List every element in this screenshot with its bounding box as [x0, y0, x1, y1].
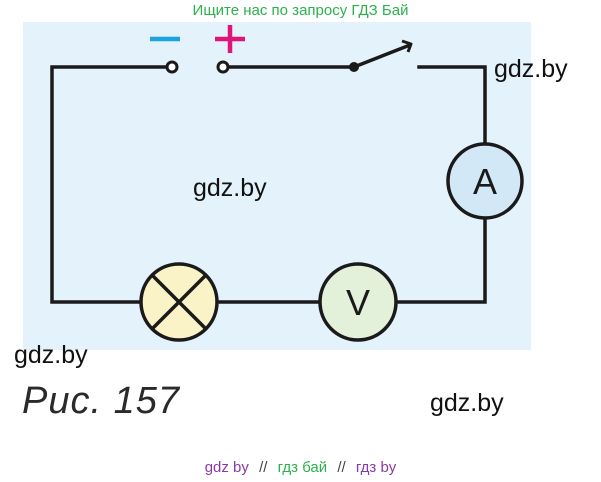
watermark-bottom-right: gdz.by: [430, 389, 504, 417]
wire-left-top: [50, 65, 169, 304]
voltmeter-label: V: [346, 282, 370, 323]
footer-separator: //: [259, 459, 268, 476]
switch-tip: [401, 39, 413, 53]
diagram-background: [23, 22, 531, 350]
switch-lever: [352, 43, 412, 69]
footer-separator: //: [337, 459, 346, 476]
footer: gdz by // гдз бай // гдз by: [0, 458, 601, 478]
terminal-minus: [165, 60, 179, 74]
ammeter-label: A: [473, 161, 497, 202]
lamp: [139, 262, 219, 342]
footer-gdz-by-ru: гдз by: [355, 459, 397, 476]
plus-sign: [215, 25, 245, 53]
figure-caption: Рис. 157: [22, 380, 180, 422]
top-banner: Ищите нас по запросу ГДЗ Бай: [192, 2, 409, 19]
footer-gdz-bai: гдз бай: [277, 459, 328, 476]
footer-gdz-by: gdz by: [204, 459, 249, 476]
wire-ammeter-to-voltmeter: [394, 217, 487, 304]
wire-switch-to-ammeter: [417, 65, 487, 145]
ammeter: A: [446, 142, 524, 220]
voltmeter: V: [318, 262, 398, 342]
watermark-top-right: gdz.by: [494, 55, 568, 83]
terminal-plus: [216, 60, 230, 74]
watermark-bottom-left: gdz.by: [14, 341, 88, 369]
watermark-center: gdz.by: [193, 174, 267, 202]
